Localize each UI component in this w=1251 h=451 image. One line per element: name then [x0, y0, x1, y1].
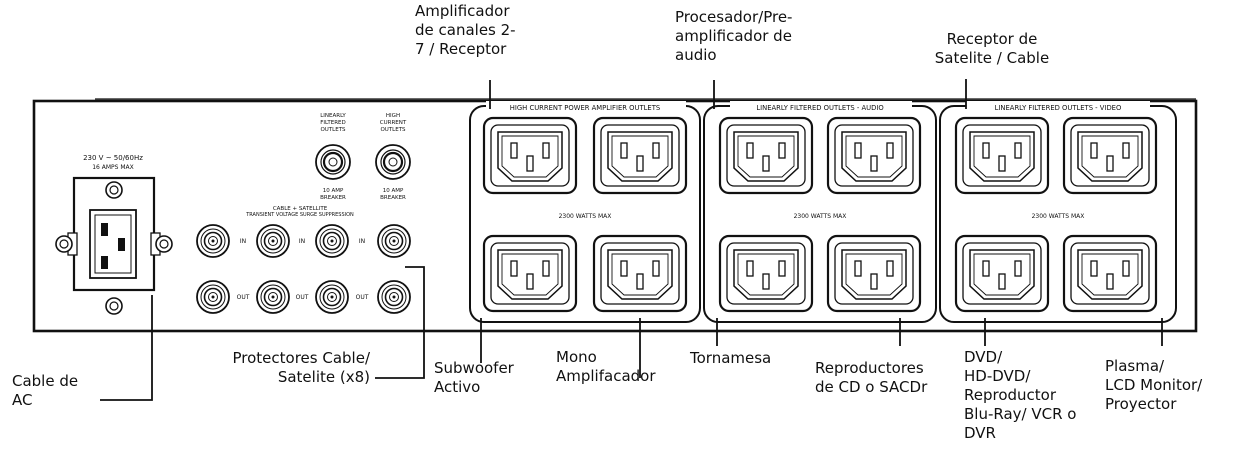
section-label-audio: LINEARLY FILTERED OUTLETS - AUDIO	[756, 104, 883, 112]
callout-amp-canales-line3: 7 / Receptor	[415, 40, 507, 58]
callout-plasma-line3: Proyector	[1105, 395, 1177, 413]
outlet-audio-top-2[interactable]	[826, 116, 922, 195]
callout-dvd-line3: Reproductor	[964, 386, 1057, 404]
outlet-video-bottom-2[interactable]	[1062, 234, 1158, 313]
breaker-high-label-2: CURRENT	[380, 120, 407, 126]
callout-amp-canales-line2: de canales 2-	[415, 21, 516, 39]
coax-in-label-3: IN	[359, 238, 365, 245]
callout-reproductores-cd-line2: de CD o SACDr	[815, 378, 928, 396]
outlet-high-current-top-2[interactable]	[592, 116, 688, 195]
coax-in-4-icon[interactable]	[377, 224, 411, 258]
callout-plasma-line1: Plasma/	[1105, 357, 1165, 375]
callout-protectores-line1: Protectores Cable/	[232, 349, 371, 367]
callout-mono-amp-line1: Mono	[556, 348, 597, 366]
breakers: LINEARLY FILTERED OUTLETS 10 AMP BREAKER…	[314, 113, 412, 201]
section-label-high-current: HIGH CURRENT POWER AMPLIFIER OUTLETS	[510, 104, 660, 112]
outlet-high-current-bottom-2[interactable]	[592, 234, 688, 313]
callout-cable-ac-line1: Cable de	[12, 372, 79, 390]
callout-protectores-line2: Satelite (x8)	[277, 368, 370, 386]
callout-amp-canales-line1: Amplificador	[415, 2, 510, 20]
outlet-audio-top-1[interactable]	[718, 116, 814, 195]
leader-lines	[100, 79, 1163, 401]
callout-procesador-line1: Procesador/Pre-	[675, 8, 793, 26]
breaker-high-breaker: BREAKER	[380, 195, 406, 201]
callout-dvd-line1: DVD/	[964, 348, 1003, 366]
coax-out-label-1: OUT	[237, 294, 250, 301]
callout-reproductores-cd-line1: Reproductores	[815, 359, 924, 377]
callout-dvd: DVD/ HD-DVD/ Reproductor Blu-Ray/ VCR o …	[964, 348, 1076, 443]
callout-reproductores-cd: Reproductores de CD o SACDr	[815, 359, 927, 397]
coax-in-2-icon[interactable]	[256, 224, 290, 258]
outlet-high-current-bottom-1[interactable]	[482, 234, 578, 313]
coax-out-label-3: OUT	[356, 294, 369, 301]
coax-out-3-icon[interactable]	[315, 280, 349, 314]
coax-title-line1: CABLE + SATELLITE	[273, 206, 328, 212]
callout-plasma: Plasma/ LCD Monitor/ Proyector	[1105, 357, 1202, 414]
coax-in-label-2: IN	[299, 238, 305, 245]
callout-receptor-sat-line2: Satelite / Cable	[934, 49, 1050, 67]
breaker-high-label-1: HIGH	[386, 113, 400, 119]
callout-amp-canales: Amplificador de canales 2- 7 / Receptor	[415, 2, 516, 59]
callout-procesador: Procesador/Pre- amplificador de audio	[675, 8, 792, 65]
coax-in-label-1: IN	[240, 238, 246, 245]
coax-protectors: CABLE + SATELLITE TRANSIENT VOLTAGE SURG…	[196, 206, 411, 314]
callout-dvd-line2: HD-DVD/	[964, 367, 1031, 385]
coax-out-1-icon[interactable]	[196, 280, 230, 314]
callout-subwoofer: Subwoofer Activo	[434, 359, 514, 397]
outlet-audio-bottom-2[interactable]	[826, 234, 922, 313]
breaker-linear-label-1: LINEARLY	[320, 113, 346, 119]
screw-right-icon	[155, 235, 173, 253]
coax-out-2-icon[interactable]	[256, 280, 290, 314]
callout-protectores: Protectores Cable/ Satelite (x8)	[220, 349, 371, 387]
screw-bottom-icon	[105, 297, 123, 315]
breaker-high-label-3: OUTLETS	[380, 127, 406, 133]
breaker-linear-label-3: OUTLETS	[320, 127, 346, 133]
outlet-high-current-top-1[interactable]	[482, 116, 578, 195]
callout-procesador-line3: audio	[675, 46, 717, 64]
watts-label-high-current: 2300 WATTS MAX	[559, 213, 612, 220]
power-rating-line2: 16 AMPS MAX	[92, 164, 134, 171]
callout-dvd-line4: Blu-Ray/ VCR o	[964, 405, 1077, 423]
screw-top-icon	[105, 181, 123, 199]
ac-power-inlet: 230 V ~ 50/60Hz 16 AMPS MAX	[55, 154, 173, 315]
callout-receptor-sat: Receptor de Satelite / Cable	[917, 30, 1067, 68]
callout-tornamesa-line1: Tornamesa	[690, 349, 772, 367]
breaker-linear-amp: 10 AMP	[323, 188, 344, 194]
coax-out-4-icon[interactable]	[377, 280, 411, 314]
callout-cable-ac-line2: AC	[12, 391, 33, 409]
callout-procesador-line2: amplificador de	[675, 27, 792, 45]
callout-plasma-line2: LCD Monitor/	[1105, 376, 1203, 394]
callout-subwoofer-line1: Subwoofer	[434, 359, 514, 377]
breaker-linear-label-2: FILTERED	[320, 120, 345, 126]
watts-label-audio: 2300 WATTS MAX	[794, 213, 847, 220]
callout-tornamesa: Tornamesa	[690, 349, 771, 368]
outlet-video-bottom-1[interactable]	[954, 234, 1050, 313]
section-label-video: LINEARLY FILTERED OUTLETS - VIDEO	[995, 104, 1122, 112]
callout-mono-amp: Mono Amplifacador	[556, 348, 656, 386]
coax-in-1-icon[interactable]	[196, 224, 230, 258]
callout-cable-ac: Cable de AC	[12, 372, 78, 410]
callout-dvd-line5: DVR	[964, 424, 996, 442]
breaker-linear-icon[interactable]	[314, 143, 352, 181]
breaker-high-amp: 10 AMP	[383, 188, 404, 194]
breaker-linear-breaker: BREAKER	[320, 195, 346, 201]
outlet-audio-bottom-1[interactable]	[718, 234, 814, 313]
coax-title-line2: TRANSIENT VOLTAGE SURGE SUPPRESSION	[245, 212, 354, 218]
coax-in-3-icon[interactable]	[315, 224, 349, 258]
power-rating-line1: 230 V ~ 50/60Hz	[83, 154, 143, 162]
coax-out-label-2: OUT	[296, 294, 309, 301]
callout-mono-amp-line2: Amplifacador	[556, 367, 656, 385]
callout-subwoofer-line2: Activo	[434, 378, 481, 396]
watts-label-video: 2300 WATTS MAX	[1032, 213, 1085, 220]
screw-left-icon	[55, 235, 73, 253]
outlet-video-top-2[interactable]	[1062, 116, 1158, 195]
outlet-video-top-1[interactable]	[954, 116, 1050, 195]
outlet-sections: HIGH CURRENT POWER AMPLIFIER OUTLETS LIN…	[469, 101, 1177, 323]
callout-receptor-sat-line1: Receptor de	[946, 30, 1038, 48]
breaker-high-icon[interactable]	[374, 143, 412, 181]
